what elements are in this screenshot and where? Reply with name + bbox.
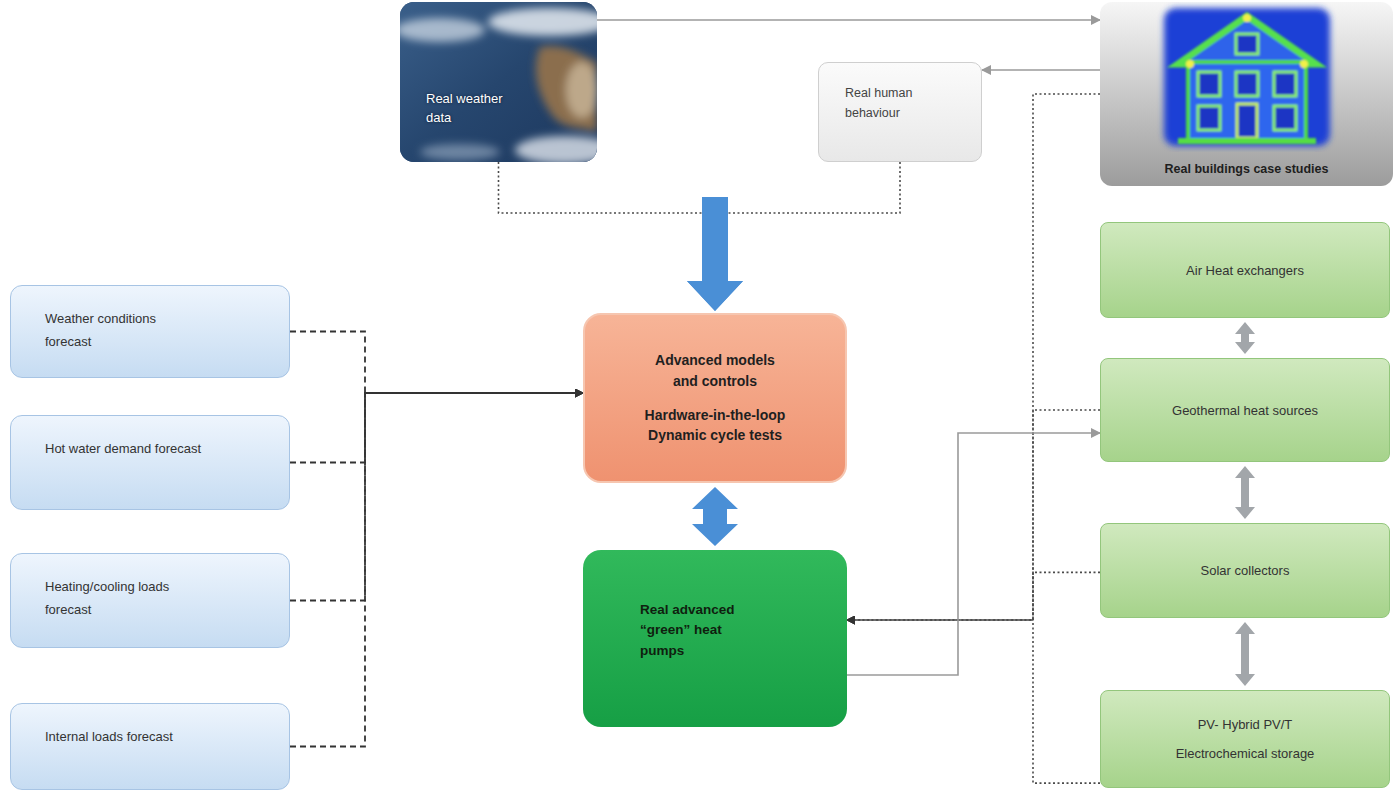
box-label: Solar collectors xyxy=(1201,563,1290,578)
process-box: Real advanced “green” heat pumps xyxy=(583,550,847,727)
connector-line xyxy=(290,393,583,601)
connector-line xyxy=(715,162,900,213)
connector xyxy=(290,332,583,394)
block-arrow xyxy=(1235,322,1255,354)
box-label: Electrochemical storage xyxy=(1176,746,1315,761)
box-label: Weather conditions forecast xyxy=(45,308,205,354)
image-caption: Real buildings case studies xyxy=(1165,162,1329,176)
image-box: Real weather data xyxy=(400,2,597,162)
connector xyxy=(847,94,1100,620)
land-mass xyxy=(536,46,597,132)
window xyxy=(1198,106,1220,130)
source-box: PV- Hybrid PV/T Electrochemical storage xyxy=(1100,690,1390,788)
connector-line xyxy=(847,620,1100,783)
connector-line xyxy=(597,19,1100,21)
box-label: Real human behaviour xyxy=(845,83,945,123)
window xyxy=(1198,72,1220,96)
thermal-house-image xyxy=(1100,2,1393,152)
box-label: Hot water demand forecast xyxy=(45,438,205,461)
connector-line xyxy=(290,393,583,747)
process-box: Advanced models and controlsHardware-in-… xyxy=(583,313,847,483)
window xyxy=(1236,72,1258,96)
window xyxy=(1236,34,1258,54)
connector-line xyxy=(847,433,1100,675)
satellite-features xyxy=(400,8,597,162)
connector xyxy=(687,162,900,311)
connector xyxy=(1235,322,1255,354)
connector xyxy=(847,410,1100,620)
source-box: Geothermal heat sources xyxy=(1100,358,1390,462)
satellite-image xyxy=(400,2,597,162)
box-label: Geothermal heat sources xyxy=(1172,403,1318,418)
cloud xyxy=(488,8,597,36)
block-arrow xyxy=(687,197,743,311)
box-label: Hardware-in-the-loop Dynamic cycle tests xyxy=(628,405,803,446)
box-label: Advanced models and controls xyxy=(650,350,780,391)
block-arrow xyxy=(692,487,738,546)
connector xyxy=(982,70,1100,71)
connector-line xyxy=(290,332,583,394)
connector-line xyxy=(847,94,1100,620)
box-label: Real advanced “green” heat pumps xyxy=(640,600,755,661)
block-arrow xyxy=(687,197,743,311)
wall xyxy=(1188,62,1306,140)
connector xyxy=(597,20,1100,21)
connector xyxy=(847,572,1100,620)
thermal-ground xyxy=(1164,8,1330,146)
source-box: Solar collectors xyxy=(1100,523,1390,618)
block-arrow xyxy=(1235,622,1255,686)
forecast-box: Internal loads forecast xyxy=(10,703,290,790)
door xyxy=(1237,104,1257,138)
ground-line xyxy=(1178,138,1316,144)
source-box: Air Heat exchangers xyxy=(1100,222,1390,318)
connector xyxy=(692,487,738,546)
land-mass xyxy=(566,62,597,118)
forecast-box: Heating/cooling loads forecast xyxy=(10,553,290,648)
connector xyxy=(290,393,583,463)
connector xyxy=(1235,466,1255,519)
block-arrow xyxy=(1235,466,1255,519)
connector-line xyxy=(847,410,1100,620)
house xyxy=(1178,14,1316,144)
input-box: Real human behaviour xyxy=(818,62,982,162)
image-caption: Real weather data xyxy=(426,90,526,128)
box-label: Heating/cooling loads forecast xyxy=(45,576,205,622)
cloud xyxy=(515,136,597,162)
forecast-box: Weather conditions forecast xyxy=(10,285,290,378)
connector xyxy=(847,620,1100,783)
cloud xyxy=(400,18,485,42)
window xyxy=(1274,106,1296,130)
hot-spot xyxy=(1186,60,1194,68)
roof xyxy=(1178,16,1316,64)
box-label: PV- Hybrid PV/T xyxy=(1198,717,1293,732)
connector-line xyxy=(847,572,1100,620)
cloud xyxy=(420,144,500,160)
connector-line xyxy=(290,393,583,463)
hot-spot xyxy=(1243,14,1251,22)
connector-line xyxy=(499,162,716,213)
hot-spot xyxy=(1300,60,1308,68)
connector xyxy=(1235,622,1255,686)
connector xyxy=(290,393,583,747)
window xyxy=(1274,72,1296,96)
connector xyxy=(847,433,1100,675)
image-box: Real buildings case studies xyxy=(1100,2,1393,186)
box-label: Internal loads forecast xyxy=(45,726,205,749)
connector xyxy=(499,162,744,311)
box-label: Air Heat exchangers xyxy=(1186,263,1304,278)
forecast-box: Hot water demand forecast xyxy=(10,415,290,510)
connector-line xyxy=(982,69,1100,71)
connector xyxy=(290,393,583,601)
